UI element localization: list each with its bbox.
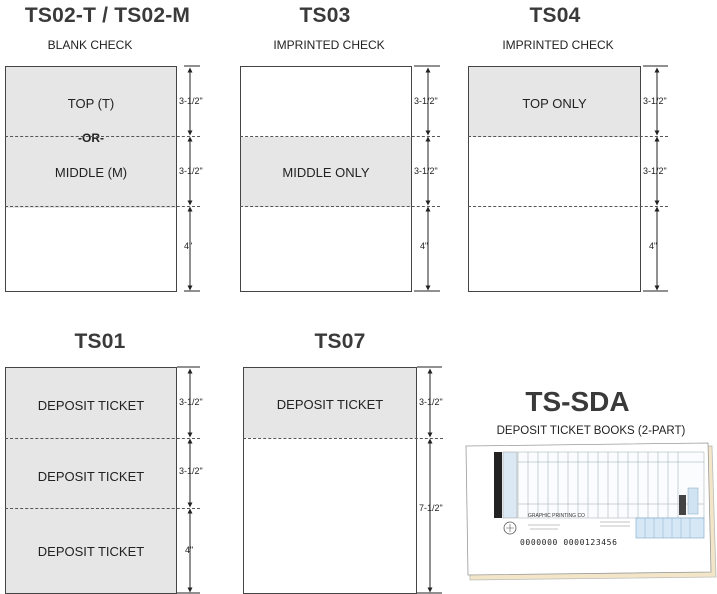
ts04-divider-1 [468, 136, 668, 137]
tssda-micr-line: 0000000 0000123456 [520, 538, 618, 547]
ts01-label-1: DEPOSIT TICKET [37, 398, 145, 413]
ts04-divider-2 [468, 206, 668, 207]
ts01-dim-1: 3-1/2" [179, 397, 203, 407]
ts03-dim-2: 3-1/2" [414, 166, 438, 176]
ts03-subtitle: IMPRINTED CHECK [273, 38, 385, 52]
ts04-dim-1: 3-1/2" [643, 96, 667, 106]
tssda-company-text: GRAPHIC PRINTING CO [528, 513, 585, 519]
ts01-label-2: DEPOSIT TICKET [37, 469, 145, 484]
ts02-page: TOP (T) -OR- MIDDLE (M) [5, 66, 177, 292]
tssda-title: TS-SDA [525, 386, 630, 417]
ts01-label-3: DEPOSIT TICKET [37, 544, 145, 559]
ts04-dim-3: 4" [649, 241, 658, 251]
ts01-divider-1 [5, 438, 200, 439]
ts02-subtitle: BLANK CHECK [47, 38, 133, 52]
ts04-dim-2: 3-1/2" [643, 166, 667, 176]
ts04-page: TOP ONLY [468, 66, 641, 292]
ts03-title: TS03 [299, 4, 351, 27]
ts02-middle-label: MIDDLE (M) [54, 165, 128, 180]
ts01-divider-2 [5, 508, 200, 509]
ts01-dim-3: 4" [185, 545, 194, 555]
ts02-divider-1 [5, 136, 200, 137]
ts03-dim-3: 4" [420, 241, 429, 251]
ts03-page: MIDDLE ONLY [240, 66, 412, 292]
ts04-shaded-area [469, 67, 640, 137]
ts07-title: TS07 [314, 330, 366, 353]
ts02-divider-2 [5, 206, 200, 207]
tssda-subtitle: DEPOSIT TICKET BOOKS (2-PART) [496, 425, 686, 437]
ts02-shaded-area [6, 67, 176, 208]
ts02-dim-3: 4" [184, 241, 193, 251]
ts07-dim-1: 3-1/2" [419, 397, 443, 407]
ts01-title: TS01 [74, 330, 126, 353]
ts07-divider-1 [243, 438, 443, 439]
ts02-or-label: -OR- [78, 131, 104, 145]
ts03-divider-1 [240, 136, 440, 137]
ts01-page: DEPOSIT TICKET DEPOSIT TICKET DEPOSIT TI… [5, 367, 177, 594]
ts04-title: TS04 [529, 4, 581, 27]
ts03-middle-label: MIDDLE ONLY [282, 165, 370, 180]
ts04-subtitle: IMPRINTED CHECK [502, 38, 614, 52]
ts07-label: DEPOSIT TICKET [276, 397, 384, 412]
ts01-dim-2: 3-1/2" [179, 466, 203, 476]
ts03-shaded-area [241, 137, 411, 207]
ts07-shaded-area [244, 368, 416, 438]
ts02-title: TS02-T / TS02-M [24, 4, 191, 27]
ts07-dim-2: 7-1/2" [419, 503, 443, 513]
ts03-dim-1: 3-1/2" [414, 96, 438, 106]
ts03-divider-2 [240, 206, 440, 207]
ts02-dim-1: 3-1/2" [179, 96, 203, 106]
ts04-top-label: TOP ONLY [522, 96, 587, 111]
ts02-dim-2: 3-1/2" [179, 166, 203, 176]
ts02-top-label: TOP (T) [67, 96, 115, 111]
ts07-page: DEPOSIT TICKET [243, 367, 417, 594]
